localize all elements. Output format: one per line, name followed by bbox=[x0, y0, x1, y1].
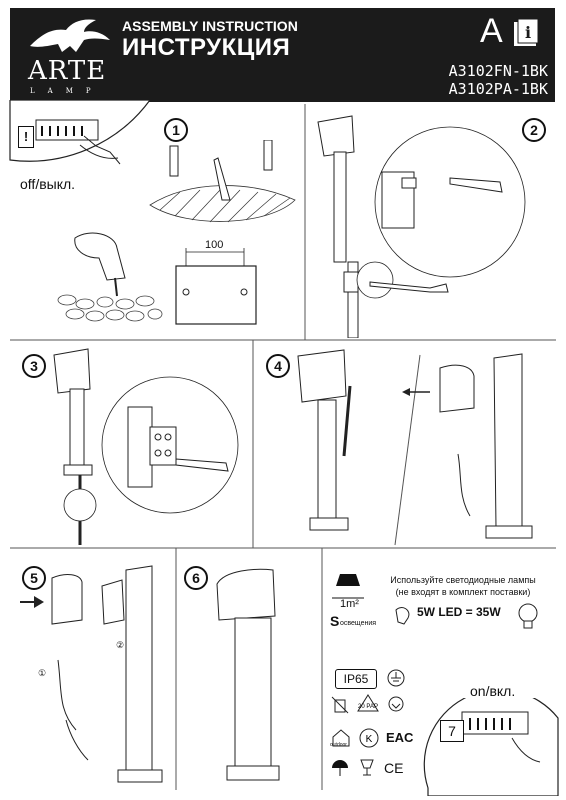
step-3-connection-illustration bbox=[53, 348, 239, 545]
language-letter: A bbox=[480, 12, 503, 50]
led-note-line1: Используйте светодиодные лампы bbox=[390, 575, 536, 585]
no-trash-icon bbox=[331, 696, 349, 714]
model-number-2: A3102PA-1BK bbox=[448, 80, 548, 98]
hole-distance-label: 100 bbox=[205, 239, 224, 251]
led-note: Используйте светодиодные лампы (не входя… bbox=[378, 574, 548, 598]
step-5-shade-illustration bbox=[20, 565, 163, 783]
power-off-illustration bbox=[9, 100, 151, 165]
lit-area-value: 1m² bbox=[340, 598, 359, 610]
ce-mark: CE bbox=[384, 760, 404, 776]
step-1-number: 1 bbox=[164, 118, 188, 142]
outdoor-label: outdoor bbox=[330, 742, 347, 748]
doc-subtitle: ASSEMBLY INSTRUCTION bbox=[122, 18, 298, 34]
earth-ground-icon bbox=[387, 669, 405, 687]
brand-sub: LAMP bbox=[30, 87, 104, 95]
class-2-insulation-icon: K bbox=[359, 728, 379, 748]
power-on-step-number: 7 bbox=[440, 720, 464, 742]
led-bulb-icon bbox=[395, 607, 410, 625]
step-5-marker-1: ① bbox=[38, 668, 47, 678]
eac-mark: EAC bbox=[386, 730, 414, 745]
svg-text:i: i bbox=[525, 23, 531, 42]
doc-title: ИНСТРУКЦИЯ bbox=[122, 34, 291, 61]
step-4-number: 4 bbox=[266, 354, 290, 378]
recycle-code: 20 PAP bbox=[358, 704, 378, 710]
brand-name: ARTE bbox=[28, 56, 107, 86]
wine-glass-icon bbox=[360, 759, 374, 776]
drill-into-stones-illustration bbox=[57, 232, 163, 322]
svg-text:K: K bbox=[366, 734, 373, 745]
warning-mark: ! bbox=[18, 126, 34, 148]
step-3-number: 3 bbox=[22, 354, 46, 378]
step-2-number: 2 bbox=[522, 118, 546, 142]
step-6-number: 6 bbox=[184, 566, 208, 590]
info-book-icon: i bbox=[514, 18, 539, 46]
step-2-wiring-illustration bbox=[317, 115, 526, 338]
lamp-class-icon bbox=[388, 696, 404, 712]
power-on-illustration bbox=[423, 698, 559, 796]
power-on-label: on/вкл. bbox=[470, 683, 516, 699]
header-bar bbox=[10, 8, 555, 102]
ip-rating-badge: IP65 bbox=[335, 669, 377, 689]
umbrella-rain-icon bbox=[332, 760, 348, 776]
led-equivalence: 5W LED = 35W bbox=[417, 605, 501, 619]
griffin-logo-icon bbox=[30, 19, 110, 52]
step-6-finished-lamp bbox=[216, 568, 280, 781]
lamp-beam-icon bbox=[332, 574, 364, 599]
lit-area-prefix: S bbox=[330, 613, 340, 629]
led-note-line2: (не входят в комплект поставки) bbox=[395, 587, 531, 597]
outdoor-house-icon bbox=[332, 729, 350, 747]
model-number-1: A3102FN-1BK bbox=[448, 62, 548, 80]
mounting-plate-diagram bbox=[175, 248, 257, 325]
step-4-assembly-illustration bbox=[297, 349, 533, 539]
step-1-ground-anchors bbox=[149, 140, 296, 223]
step-5-marker-2: ② bbox=[116, 640, 125, 650]
power-off-label: off/выкл. bbox=[20, 176, 76, 192]
recycle-pap-icon: 20 PAP bbox=[357, 694, 379, 712]
step-5-number: 5 bbox=[22, 566, 46, 590]
lit-area-sublabel: освещения bbox=[340, 620, 377, 627]
incandescent-bulb-icon bbox=[518, 603, 538, 629]
